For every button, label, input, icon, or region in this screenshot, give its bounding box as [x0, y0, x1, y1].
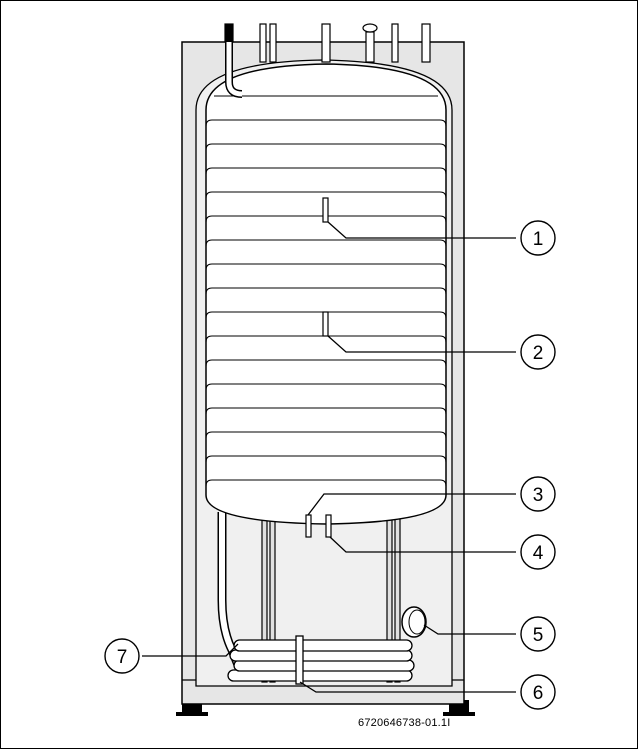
callout-5-label: 5	[533, 625, 544, 646]
support-rods	[261, 509, 401, 683]
callout-5: 5	[520, 616, 556, 652]
leader-line-4	[329, 536, 516, 553]
bottom-connection-3	[305, 514, 312, 538]
callout-3-label: 3	[533, 485, 544, 506]
left-foot-base	[176, 712, 208, 716]
bottom-connection-4	[325, 514, 332, 538]
leader-line-3	[307, 493, 516, 516]
cleaning-opening-inner	[408, 609, 426, 635]
callouts: 1 2 3 4 5 6 7	[104, 220, 556, 710]
leader-lines	[142, 221, 516, 693]
callout-6: 6	[520, 674, 556, 710]
callout-1-label: 1	[533, 229, 544, 250]
storage-tank	[205, 63, 447, 525]
leader-line-6	[299, 681, 516, 693]
callout-2: 2	[520, 334, 556, 370]
callout-7: 7	[104, 638, 140, 674]
callout-2-label: 2	[533, 343, 544, 364]
callout-7-label: 7	[117, 647, 128, 668]
leader-line-7	[142, 643, 239, 657]
right-foot-base	[443, 712, 475, 716]
figure-id: 6720646738-01.1I	[358, 717, 451, 729]
callout-1: 1	[520, 220, 556, 256]
cleaning-opening	[401, 606, 427, 638]
callout-4: 4	[520, 534, 556, 570]
sensor-sleeve-1	[322, 197, 329, 223]
leader-line-5	[423, 624, 516, 635]
callout-4-label: 4	[533, 543, 544, 564]
heat-exchanger-coil	[227, 635, 415, 685]
leader-line-1	[327, 221, 516, 239]
leader-line-2	[327, 335, 516, 353]
top-connections	[224, 23, 431, 63]
sensor-sleeve-2	[322, 311, 329, 337]
callout-3: 3	[520, 476, 556, 512]
callout-6-label: 6	[533, 683, 544, 704]
hot-water-outlet	[226, 42, 243, 97]
